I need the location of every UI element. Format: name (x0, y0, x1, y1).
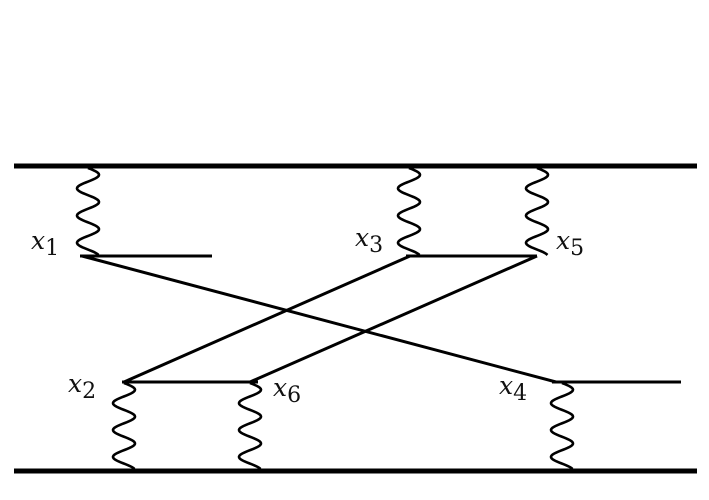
diagonal-x5-x6 (249, 254, 538, 384)
label-x4: x4 (499, 371, 527, 406)
spring-x2 (111, 381, 137, 470)
spring-x6 (237, 381, 263, 470)
spring-x3 (396, 166, 422, 256)
label-x5: x5 (556, 226, 584, 261)
label-x6: x6 (273, 373, 301, 408)
spring-x4 (549, 381, 575, 470)
label-x2: x2 (68, 369, 96, 404)
spring-x5 (524, 166, 550, 256)
diagonal-x3-x2 (123, 254, 411, 384)
spring-x1 (75, 166, 101, 256)
label-x1: x1 (31, 226, 59, 261)
label-x3: x3 (355, 223, 383, 258)
diagonal-x1-x4 (81, 254, 557, 384)
